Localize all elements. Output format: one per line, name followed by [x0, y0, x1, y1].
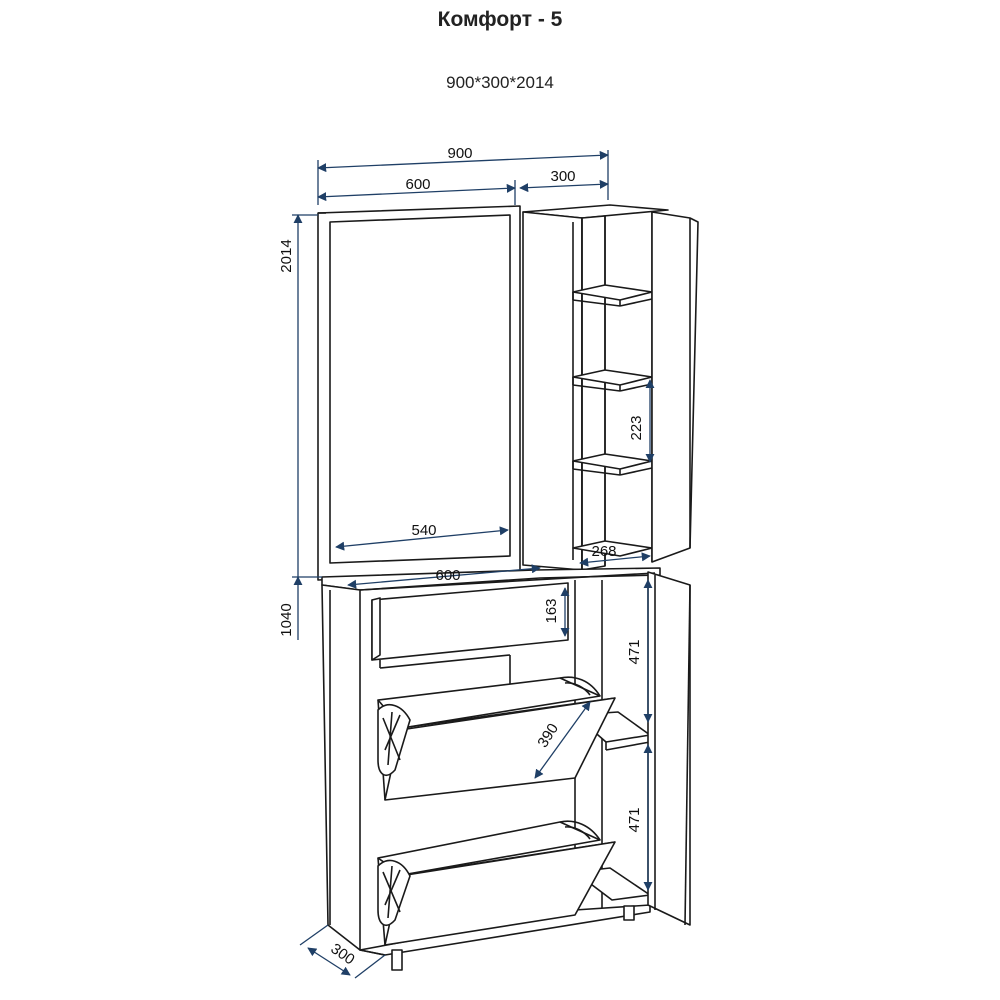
- dim-mirror-width: 540: [411, 522, 436, 539]
- upper-shelf-cabinet: [522, 204, 699, 571]
- dim-drawer-height: 163: [543, 598, 560, 623]
- dim-lower-section-lower: 471: [626, 807, 643, 832]
- dim-lower-section-upper: 471: [626, 639, 643, 664]
- page-title: Комфорт - 5: [437, 8, 563, 31]
- dim-shelf-spacing: 223: [628, 415, 645, 440]
- lower-cabinet: [321, 567, 691, 971]
- dim-total-width: 900: [447, 145, 472, 162]
- mirror-panel: [317, 205, 521, 581]
- dim-upper-left-width: 600: [405, 176, 430, 193]
- dimension-lines: [292, 150, 655, 979]
- dim-upper-right-width: 300: [550, 168, 575, 185]
- dim-shelf-depth: 268: [591, 543, 616, 560]
- dim-total-height: 2014: [278, 239, 295, 272]
- page-subtitle: 900*300*2014: [446, 73, 554, 92]
- dim-lower-shelf-width: 600: [435, 567, 460, 584]
- dim-lower-height: 1040: [278, 603, 295, 636]
